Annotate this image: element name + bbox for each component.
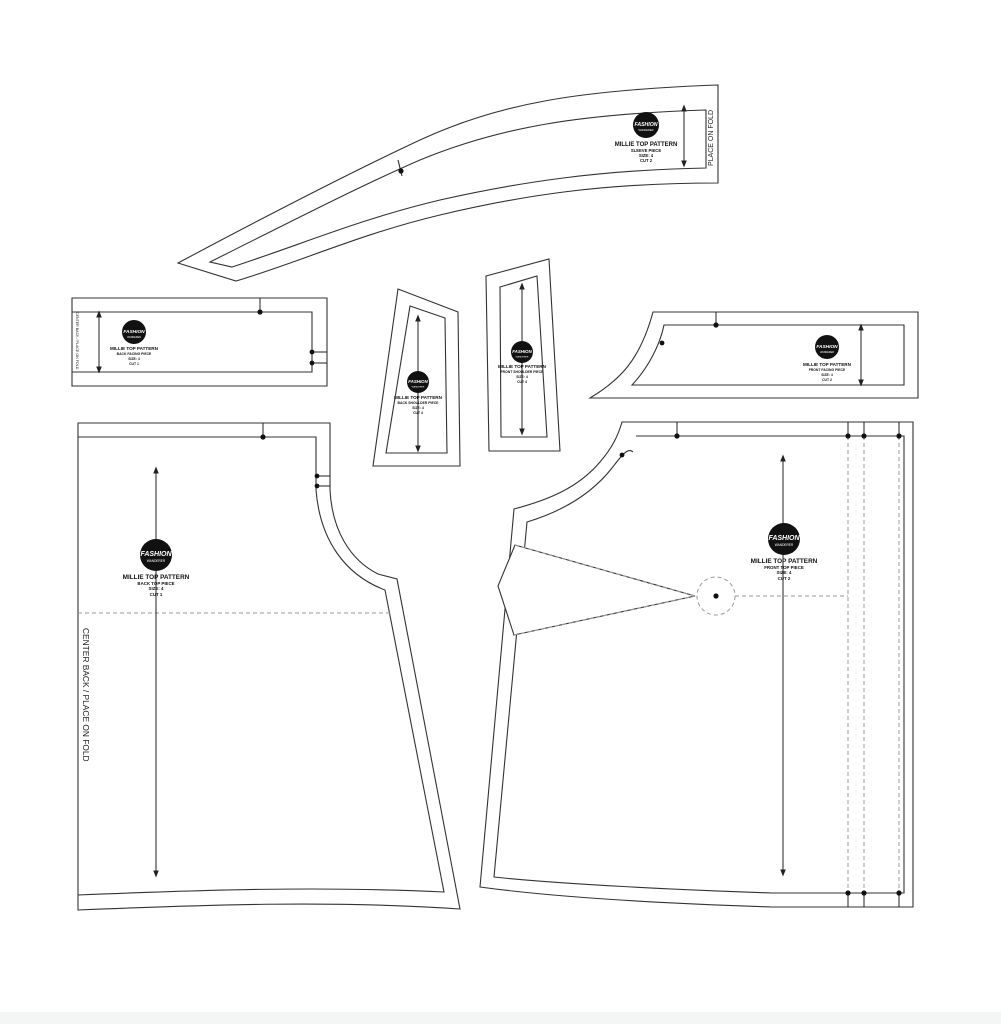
back-facing-cut: CUT 1 — [129, 362, 139, 366]
bottom-band — [0, 1012, 1001, 1024]
svg-text:FASHION: FASHION — [140, 551, 172, 558]
svg-text:FASHION: FASHION — [634, 122, 657, 128]
front-shoulder-logo-icon: FASHION WANDERER — [511, 341, 533, 363]
front-facing-size: SIZE: 4 — [821, 373, 833, 377]
svg-text:WANDERER: WANDERER — [775, 543, 794, 547]
back-facing-fold-label: CENTER BACK / PLACE ON FOLD — [75, 312, 79, 370]
svg-text:WANDERER: WANDERER — [412, 386, 425, 389]
svg-text:WANDERER: WANDERER — [147, 559, 166, 563]
back-shoulder-piece: FASHION WANDERER MILLIE TOP PATTERN BACK… — [372, 288, 461, 467]
back-shoulder-logo-icon: FASHION WANDERER — [407, 371, 429, 393]
front-top-size: SIZE: 4 — [777, 570, 792, 575]
back-top-piece: FASHION WANDERER MILLIE TOP PATTERN BACK… — [77, 422, 461, 911]
sleeve-fold-label: PLACE ON FOLD — [708, 110, 715, 166]
front-facing-title: MILLIE TOP PATTERN — [803, 362, 852, 367]
front-shoulder-title: MILLIE TOP PATTERN — [498, 364, 547, 369]
front-top-piece-name: FRONT TOP PIECE — [764, 565, 804, 570]
front-top-piece: FASHION WANDERER MILLIE TOP PATTERN FRON… — [479, 421, 914, 908]
front-shoulder-size: SIZE: 4 — [516, 375, 528, 379]
back-shoulder-size: SIZE: 4 — [412, 406, 424, 410]
sleeve-piece-name: SLEEVE PIECE — [631, 148, 661, 153]
back-facing-piece: FASHION WANDERER MILLIE TOP PATTERN BACK… — [71, 297, 328, 387]
svg-text:FASHION: FASHION — [408, 379, 428, 384]
svg-text:WANDERER: WANDERER — [516, 356, 529, 359]
svg-text:FASHION: FASHION — [123, 329, 145, 335]
svg-text:WANDERER: WANDERER — [638, 128, 653, 132]
back-shoulder-title: MILLIE TOP PATTERN — [394, 395, 443, 400]
front-shoulder-cut: CUT 4 — [517, 380, 527, 384]
front-top-logo-icon: FASHION WANDERER — [768, 523, 800, 555]
front-facing-cut: CUT 2 — [822, 378, 832, 382]
svg-text:WANDERER: WANDERER — [820, 351, 834, 354]
front-shoulder-piece-name: FRONT SHOULDER PIECE — [501, 370, 545, 374]
sleeve-title: MILLIE TOP PATTERN — [615, 142, 678, 148]
sleeve-size: SIZE: 4 — [639, 153, 654, 158]
back-top-size: SIZE: 4 — [149, 586, 164, 591]
back-facing-size: SIZE: 4 — [128, 357, 140, 361]
svg-text:FASHION: FASHION — [816, 344, 838, 350]
back-top-piece-name: BACK TOP PIECE — [137, 581, 174, 586]
front-facing-piece: FASHION WANDERER MILLIE TOP PATTERN FRON… — [588, 311, 919, 399]
back-top-title: MILLIE TOP PATTERN — [123, 574, 190, 581]
sleeve-cut: CUT 2 — [640, 158, 653, 163]
front-facing-piece-name: FRONT FACING PIECE — [809, 368, 846, 372]
back-shoulder-cut: CUT 4 — [413, 411, 423, 415]
sleeve-piece: FASHION WANDERER MILLIE TOP PATTERN SLEE… — [176, 84, 719, 282]
svg-text:FASHION: FASHION — [512, 349, 532, 354]
back-top-fold-label: CENTER BACK / PLACE ON FOLD — [81, 628, 91, 762]
back-shoulder-piece-name: BACK SHOULDER PIECE — [398, 401, 440, 405]
svg-text:FASHION: FASHION — [768, 535, 800, 542]
front-top-title: MILLIE TOP PATTERN — [751, 558, 818, 565]
back-facing-title: MILLIE TOP PATTERN — [110, 346, 159, 351]
back-top-cut: CUT 1 — [150, 592, 163, 597]
sleeve-logo-icon: FASHION WANDERER — [633, 112, 659, 138]
front-shoulder-piece: FASHION WANDERER MILLIE TOP PATTERN FRON… — [485, 258, 561, 452]
back-top-logo-icon: FASHION WANDERER — [140, 539, 172, 571]
front-facing-logo-icon: FASHION WANDERER — [815, 335, 839, 359]
back-facing-piece-name: BACK FACING PIECE — [117, 352, 152, 356]
back-facing-logo-icon: FASHION WANDERER — [122, 320, 146, 344]
svg-text:WANDERER: WANDERER — [127, 336, 141, 339]
front-top-cut: CUT 2 — [778, 576, 791, 581]
